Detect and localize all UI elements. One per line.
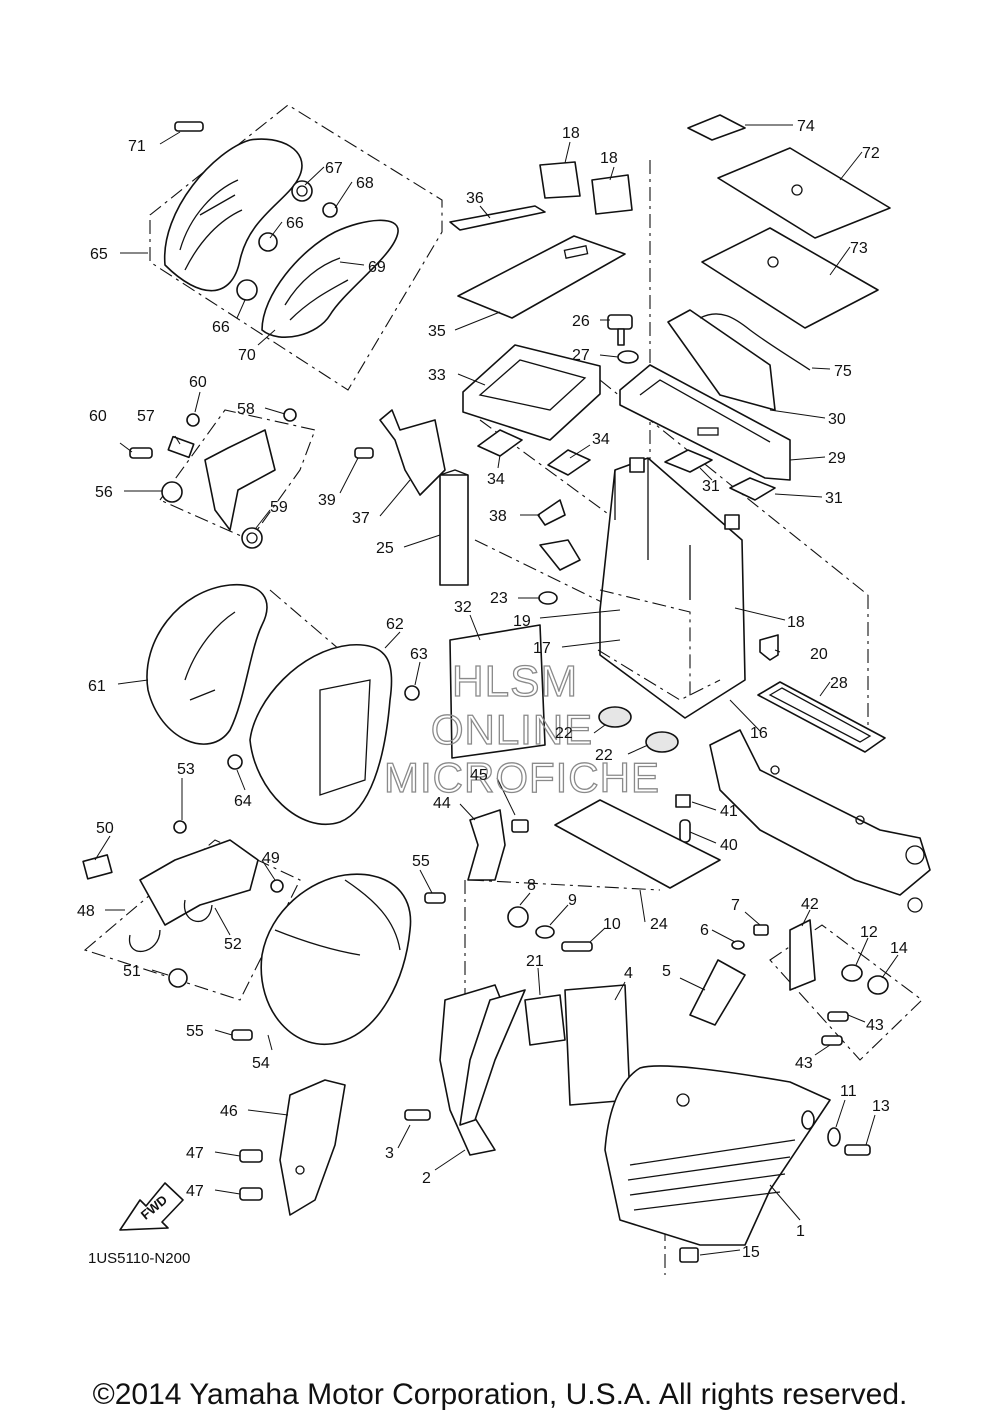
callout-8: 8 (527, 877, 536, 894)
callout-36: 36 (466, 190, 484, 207)
callout-53: 53 (177, 761, 195, 778)
callout-21: 21 (526, 953, 544, 970)
callout-74: 74 (797, 118, 815, 135)
callout-3: 3 (385, 1145, 394, 1162)
callout-67: 67 (325, 160, 343, 177)
callout-labels: 71 67 68 66 65 69 66 70 18 18 36 35 26 2… (77, 118, 908, 1261)
callout-15: 15 (742, 1244, 760, 1261)
callout-24: 24 (650, 916, 668, 933)
callout-18: 18 (562, 125, 580, 142)
copyright-notice: ©2014 Yamaha Motor Corporation, U.S.A. A… (93, 1378, 908, 1411)
callout-66: 66 (212, 319, 230, 336)
callout-13: 13 (872, 1098, 890, 1115)
callout-22: 22 (595, 747, 613, 764)
callout-47: 47 (186, 1145, 204, 1162)
callout-52: 52 (224, 936, 242, 953)
callout-63: 63 (410, 646, 428, 663)
callout-35: 35 (428, 323, 446, 340)
callout-9: 9 (568, 892, 577, 909)
callout-19: 19 (513, 613, 531, 630)
callout-51: 51 (123, 963, 141, 980)
callout-16: 16 (750, 725, 768, 742)
callout-38: 38 (489, 508, 507, 525)
callout-40: 40 (720, 837, 738, 854)
callout-34: 34 (592, 431, 610, 448)
watermark-line-2: ONLINE (431, 706, 593, 753)
callout-71: 71 (128, 138, 146, 155)
callout-2: 2 (422, 1170, 431, 1187)
callout-66: 66 (286, 215, 304, 232)
leader-lines (94, 124, 899, 1256)
callout-50: 50 (96, 820, 114, 837)
callout-60: 60 (89, 408, 107, 425)
callout-17: 17 (533, 640, 551, 657)
callout-1: 1 (796, 1223, 805, 1240)
callout-72: 72 (862, 145, 880, 162)
callout-5: 5 (662, 963, 671, 980)
callout-31: 31 (825, 490, 843, 507)
callout-49: 49 (262, 850, 280, 867)
callout-59: 59 (270, 499, 288, 516)
callout-58: 58 (237, 401, 255, 418)
callout-26: 26 (572, 313, 590, 330)
callout-18: 18 (600, 150, 618, 167)
watermark: HLSM ONLINE MICROFICHE (383, 656, 660, 801)
callout-7: 7 (731, 897, 740, 914)
callout-39: 39 (318, 492, 336, 509)
callout-43: 43 (866, 1017, 884, 1034)
callout-64: 64 (234, 793, 252, 810)
callout-60: 60 (189, 374, 207, 391)
callout-41: 41 (720, 803, 738, 820)
callout-46: 46 (220, 1103, 238, 1120)
callout-73: 73 (850, 240, 868, 257)
callout-6: 6 (700, 922, 709, 939)
callout-54: 54 (252, 1055, 270, 1072)
callout-61: 61 (88, 678, 106, 695)
callout-55: 55 (186, 1023, 204, 1040)
callout-14: 14 (890, 940, 908, 957)
callout-75: 75 (834, 363, 852, 380)
callout-65: 65 (90, 246, 108, 263)
callout-18: 18 (787, 614, 805, 631)
fwd-arrow-icon (119, 1182, 184, 1231)
callout-11: 11 (840, 1083, 857, 1100)
callout-57: 57 (137, 408, 155, 425)
callout-70: 70 (238, 347, 256, 364)
watermark-line-1: HLSM (452, 657, 578, 706)
callout-55: 55 (412, 853, 430, 870)
callout-20: 20 (810, 646, 828, 663)
callout-28: 28 (830, 675, 848, 692)
callout-23: 23 (490, 590, 508, 607)
callout-27: 27 (572, 347, 590, 364)
callout-33: 33 (428, 367, 446, 384)
callout-69: 69 (368, 259, 386, 276)
callout-43: 43 (795, 1055, 813, 1072)
callout-47: 47 (186, 1183, 204, 1200)
callout-42: 42 (801, 896, 819, 913)
callout-37: 37 (352, 510, 370, 527)
callout-34: 34 (487, 471, 505, 488)
callout-62: 62 (386, 616, 404, 633)
watermark-line-3: MICROFICHE (384, 754, 660, 801)
callout-44: 44 (433, 795, 451, 812)
part-shapes (82, 114, 931, 1263)
callout-10: 10 (603, 916, 621, 933)
callout-12: 12 (860, 924, 878, 941)
callout-29: 29 (828, 450, 846, 467)
callout-32: 32 (454, 599, 472, 616)
callout-30: 30 (828, 411, 846, 428)
callout-56: 56 (95, 484, 113, 501)
callout-45: 45 (470, 767, 488, 784)
callout-31: 31 (702, 478, 720, 495)
diagram-code: 1US5110-N200 (88, 1250, 190, 1267)
callout-4: 4 (624, 965, 633, 982)
callout-68: 68 (356, 175, 374, 192)
callout-22: 22 (555, 725, 573, 742)
callout-25: 25 (376, 540, 394, 557)
callout-48: 48 (77, 903, 95, 920)
